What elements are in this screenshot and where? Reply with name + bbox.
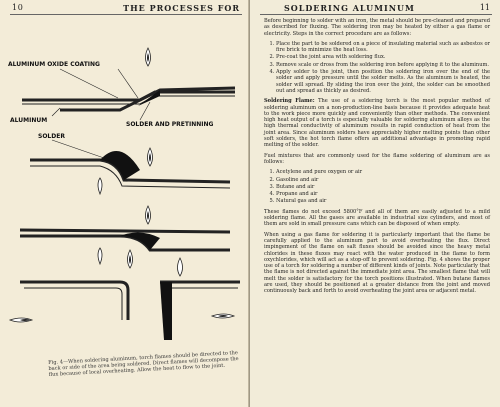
list-item: Propane and air xyxy=(276,191,490,197)
list-item: Butane and air xyxy=(276,184,490,190)
flames-text: The use of a soldering torch is the most… xyxy=(264,98,490,149)
flames-heading: Soldering Flame: xyxy=(264,98,315,105)
right-page-body: Before beginning to solder with an iron,… xyxy=(264,18,490,299)
gas-flame-paragraph: When using a gas flame for soldering it … xyxy=(264,231,490,295)
lap-joint-diagram xyxy=(22,47,236,121)
right-page-number: 11 xyxy=(479,3,490,12)
left-running-head: THE PROCESSES FOR xyxy=(123,3,240,13)
butt-joint-diagram xyxy=(30,139,231,196)
standing-seam-diagram xyxy=(8,249,240,340)
oxide-coating-label: ALUMINUM OXIDE COATING xyxy=(8,61,100,68)
fuel-intro-paragraph: Fuel mixtures that are commonly used for… xyxy=(264,152,490,165)
left-page-header: 10 THE PROCESSES FOR xyxy=(12,3,240,13)
list-item: Place the part to be soldered on a piece… xyxy=(276,41,490,54)
right-page: SOLDERING ALUMINUM 11 Before beginning t… xyxy=(250,0,500,407)
right-header-rule xyxy=(260,14,492,15)
list-item: Gasoline and air xyxy=(276,177,490,183)
list-item: Natural gas and air xyxy=(276,198,490,204)
lap-seam-diagram xyxy=(19,205,231,266)
left-page-number: 10 xyxy=(12,3,24,12)
steps-list: Place the part to be soldered on a piece… xyxy=(264,41,490,94)
left-header-rule xyxy=(10,14,242,15)
solder-label: SOLDER xyxy=(38,133,65,140)
right-running-head: SOLDERING ALUMINUM xyxy=(284,3,415,13)
flames-paragraph: Soldering Flame: The use of a soldering … xyxy=(264,98,490,148)
solder-pretinning-label: SOLDER AND PRETINNING xyxy=(126,121,214,128)
aluminum-label: ALUMINUM xyxy=(10,117,47,124)
figure-caption: Fig. 4—When soldering aluminum, torch fl… xyxy=(48,350,239,379)
list-item: Pre-coat the joint area with soldering f… xyxy=(276,54,490,60)
temperature-paragraph: These flames do not exceed 5800°F and al… xyxy=(264,208,490,228)
fuels-list: Acetylene and pure oxygen or air Gasolin… xyxy=(264,169,490,204)
intro-paragraph: Before beginning to solder with an iron,… xyxy=(264,18,490,37)
soldering-illustration: ALUMINUM OXIDE COATING ALUMINUM SOLDER A… xyxy=(8,47,240,340)
list-item: Acetylene and pure oxygen or air xyxy=(276,169,490,175)
list-item: Apply solder to the joint, then position… xyxy=(276,69,490,94)
right-page-header: SOLDERING ALUMINUM 11 xyxy=(264,3,490,13)
list-item: Remove scale or dross from the soldering… xyxy=(276,62,490,68)
left-page: 10 THE PROCESSES FOR ALUMINUM OXIDE COAT… xyxy=(0,0,250,407)
